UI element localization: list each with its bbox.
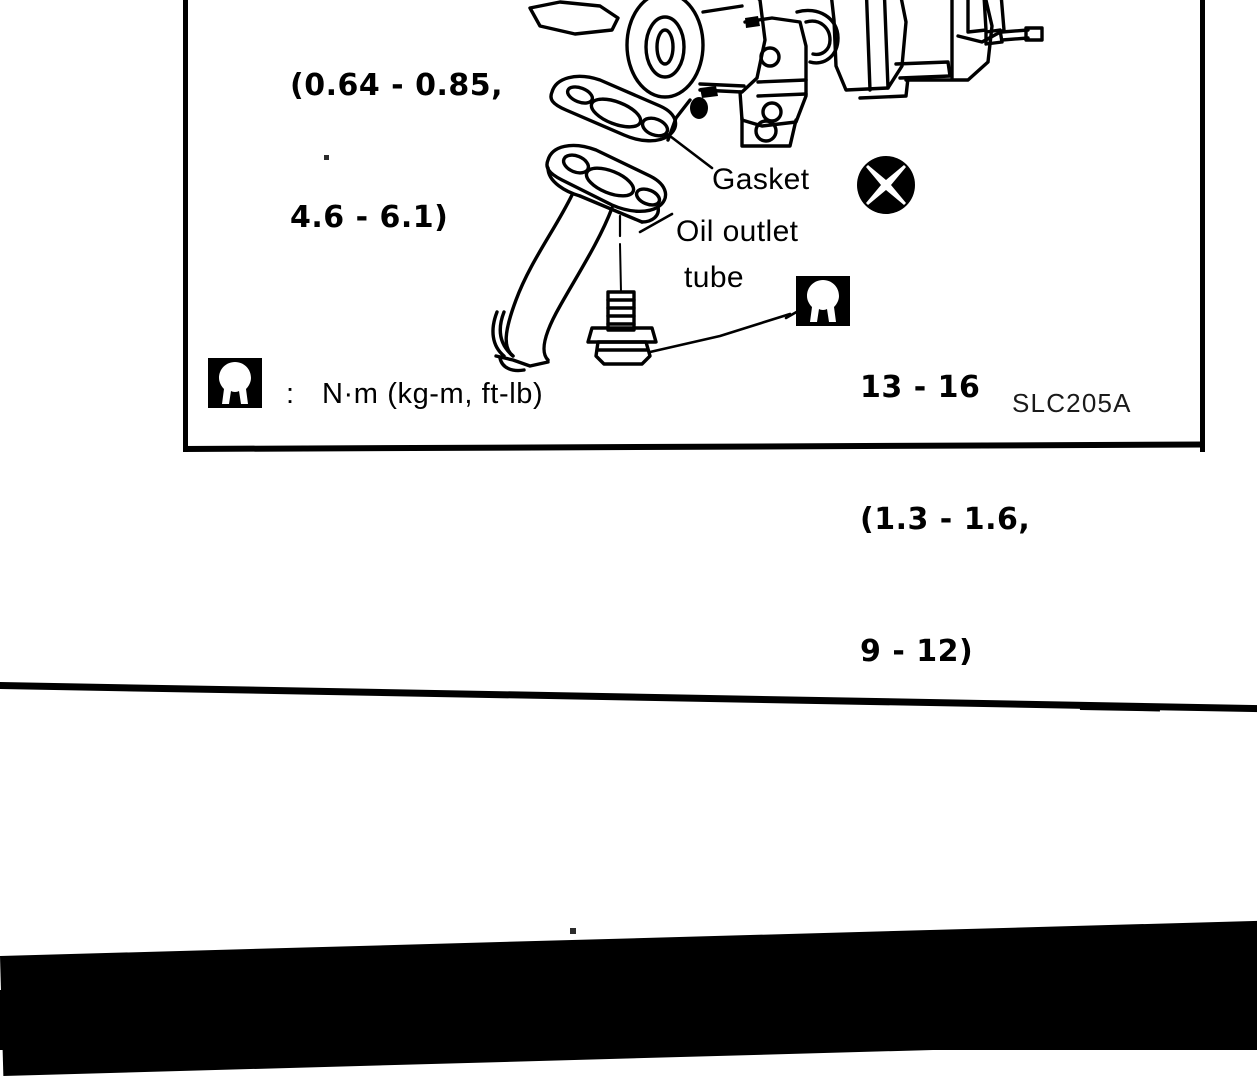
wrench-socket-icon-lower (796, 276, 850, 326)
torque-spec-upper: (0.64 - 0.85, 4.6 - 6.1) (290, 0, 503, 328)
scan-speck-lower (570, 928, 576, 934)
torque-upper-line1: (0.64 - 0.85, (290, 68, 503, 103)
legend-units: N·m (kg-m, ft-lb) (322, 378, 544, 410)
torque-lower-line3: 9 - 12) (860, 634, 974, 669)
callout-oil-outlet-line2: tube (684, 261, 744, 294)
legend-separator: : (286, 378, 295, 410)
figure-frame (182, 0, 1206, 452)
torque-upper-line2: 4.6 - 6.1) (290, 200, 449, 235)
x-circle-icon (855, 154, 917, 216)
turbocharger-line-drawing (491, 0, 1044, 373)
figure-frame-left-border (183, 0, 188, 452)
callout-oil-outlet-line1: Oil outlet (676, 215, 799, 248)
callout-gasket-label: Gasket (712, 163, 810, 196)
torque-lower-line1: 13 - 16 (860, 370, 981, 405)
scan-speck-upper (324, 155, 329, 160)
torque-lower-line2: (1.3 - 1.6, (860, 502, 1031, 537)
wrench-socket-icon-legend (208, 358, 262, 408)
scan-artifact-black-band-fill (0, 990, 1257, 1050)
figure-frame-right-border (1200, 0, 1205, 452)
figure-id-label: SLC205A (1012, 388, 1132, 418)
torque-spec-lower: 13 - 16 (1.3 - 1.6, 9 - 12) (860, 278, 1030, 762)
scan-artifact-line-segment-b (1079, 706, 1160, 712)
